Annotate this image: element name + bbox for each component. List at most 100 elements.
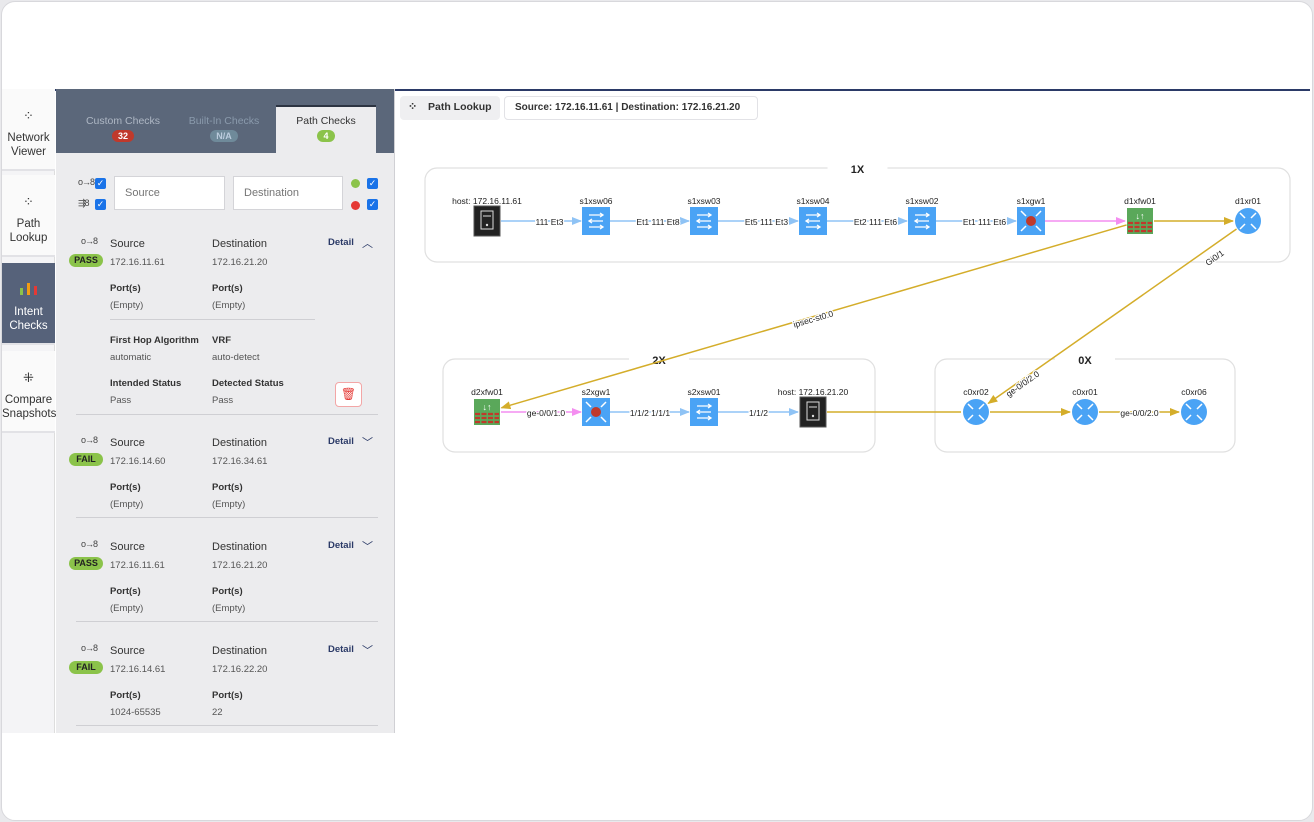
multi-path-checkbox[interactable]: ✓: [95, 199, 106, 210]
chevron-up-icon[interactable]: ︿: [362, 238, 373, 250]
router-icon: [1181, 399, 1207, 425]
node-host2[interactable]: host: 172.16.21.20: [778, 387, 849, 428]
node-d1xr01[interactable]: d1xr01: [1235, 196, 1261, 234]
node-d2xfw01[interactable]: ↓↑d2xfw01: [471, 387, 503, 425]
node-c0xr06[interactable]: c0xr06: [1181, 387, 1207, 425]
node-label: d1xr01: [1235, 196, 1261, 206]
detail-link[interactable]: Detail: [328, 436, 354, 447]
node-s1xsw06[interactable]: s1xsw06: [579, 196, 613, 235]
status-badge: PASS: [69, 557, 103, 570]
node-label: s1xsw02: [905, 196, 938, 206]
node-s1xsw02[interactable]: s1xsw02: [905, 196, 939, 235]
node-host1[interactable]: host: 172.16.11.61: [452, 196, 522, 237]
source-ip: 172.16.14.60: [110, 456, 166, 467]
delete-button[interactable]: 🗑: [335, 382, 362, 407]
divider: [110, 319, 315, 320]
destination-ports: 22: [212, 707, 223, 718]
link-label: ge-0/0/2.0: [1120, 408, 1159, 418]
path-icon: ⁘: [408, 101, 418, 113]
compare-icon: ⁜: [23, 370, 34, 385]
detail-link[interactable]: Detail: [328, 237, 354, 248]
router-icon: [1072, 399, 1098, 425]
destination-ip: 172.16.34.61: [212, 456, 268, 467]
network-icon: ⁘: [23, 108, 34, 123]
single-path-icon: o→8: [78, 177, 95, 187]
node-label: s1xsw06: [579, 196, 612, 206]
source-ports: 1024-65535: [110, 707, 161, 718]
node-label: host: 172.16.21.20: [778, 387, 849, 397]
link-label: ipsec-st0.0: [792, 308, 835, 329]
node-label: c0xr01: [1072, 387, 1098, 397]
link-d1xr01-c0xr02[interactable]: [987, 228, 1237, 404]
node-s1xsw04[interactable]: s1xsw04: [796, 196, 830, 235]
bar-chart-icon: [2, 283, 55, 301]
destination-ip: 172.16.21.20: [212, 257, 268, 268]
node-label: s1xsw03: [687, 196, 720, 206]
source-filter-input[interactable]: [114, 176, 225, 210]
fail-dot-icon: [351, 201, 360, 210]
pass-filter-checkbox[interactable]: ✓: [367, 178, 378, 189]
firewall-icon: [1127, 208, 1153, 234]
router-icon: [1235, 208, 1261, 234]
path-check-icon: o→8: [81, 236, 98, 246]
path-check-icon: o→8: [81, 643, 98, 653]
svg-text:↓↑: ↓↑: [483, 402, 492, 412]
trash-icon: 🗑: [340, 387, 357, 401]
node-label: d1xfw01: [1124, 196, 1156, 206]
multi-path-icon: ⇶8: [78, 198, 90, 208]
router-icon: [963, 399, 989, 425]
path-lookup-breadcrumb[interactable]: ⁘Path Lookup: [400, 96, 500, 120]
divider: [76, 517, 378, 518]
path-check-icon: o→8: [81, 435, 98, 445]
node-c0xr01[interactable]: c0xr01: [1072, 387, 1098, 425]
destination-ports: (Empty): [212, 499, 246, 510]
node-s2xgw1[interactable]: s2xgw1: [582, 387, 611, 426]
destination-ip: 172.16.21.20: [212, 560, 268, 571]
node-s2xsw01[interactable]: s2xsw01: [687, 387, 721, 426]
group-box: [424, 167, 1291, 263]
node-label: s1xgw1: [1017, 196, 1046, 206]
divider: [76, 621, 378, 622]
node-label: c0xr06: [1181, 387, 1207, 397]
fail-filter-checkbox[interactable]: ✓: [367, 199, 378, 210]
firewall-icon: [474, 399, 500, 425]
link-d1xfw01-d2xfw01[interactable]: [500, 224, 1127, 410]
destination-ports: (Empty): [212, 300, 246, 311]
chevron-down-icon[interactable]: ﹀: [362, 645, 373, 657]
source-ip: 172.16.14.61: [110, 664, 166, 675]
link-label: 1/1/2: [749, 408, 768, 418]
source-ports: (Empty): [110, 603, 144, 614]
node-s1xsw03[interactable]: s1xsw03: [687, 196, 721, 235]
link-label: 111 Et3: [535, 217, 563, 227]
source-ip: 172.16.11.61: [110, 560, 165, 571]
node-d1xfw01[interactable]: ↓↑ d1xfw01: [1124, 196, 1156, 234]
svg-text:↓↑: ↓↑: [1136, 211, 1145, 221]
count-badge: N/A: [210, 130, 238, 142]
chevron-down-icon[interactable]: ﹀: [362, 541, 373, 553]
detail-link[interactable]: Detail: [328, 540, 354, 551]
link-label: 1/1/2 1/1/1: [630, 408, 670, 418]
detail-link[interactable]: Detail: [328, 644, 354, 655]
header-divider: [4, 89, 1310, 91]
source-ports: (Empty): [110, 499, 144, 510]
server-icon: [799, 396, 827, 428]
destination-filter-input[interactable]: [233, 176, 343, 210]
node-c0xr02[interactable]: c0xr02: [963, 387, 989, 425]
chevron-down-icon[interactable]: ﹀: [362, 437, 373, 449]
single-path-checkbox[interactable]: ✓: [95, 178, 106, 189]
group-label: 1X: [851, 164, 865, 176]
node-s1xgw1[interactable]: s1xgw1: [1017, 196, 1046, 235]
source-ip: 172.16.11.61: [110, 257, 165, 268]
link-label: ge-0/0/2.0: [1004, 369, 1041, 399]
status-badge: PASS: [69, 254, 103, 267]
